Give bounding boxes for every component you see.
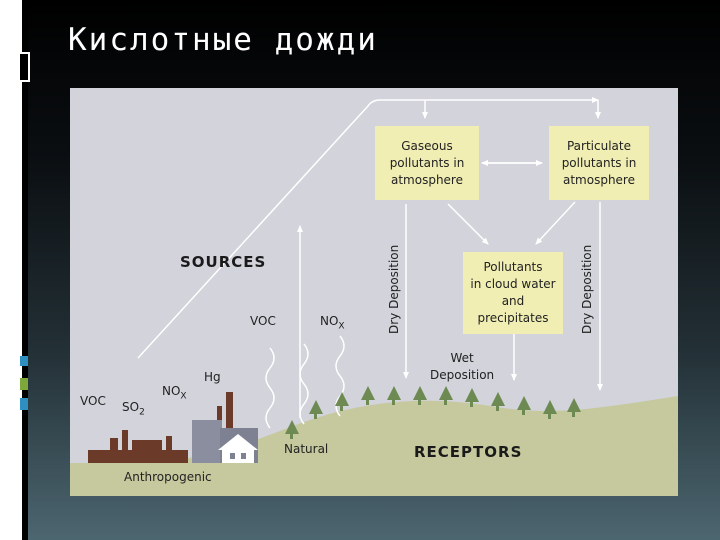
sources-heading: SOURCES (180, 253, 267, 271)
ground-terrain (70, 396, 678, 496)
accent-square-3 (20, 398, 28, 410)
title-accent-mark (18, 52, 30, 82)
accent-square-1 (20, 356, 28, 366)
left-side-strip (0, 0, 22, 540)
wet-deposition-label: Wet Deposition (430, 351, 495, 382)
cloud-water-box: Pollutants in cloud water and precipitat… (463, 252, 563, 334)
nox-natural-label: NOX (320, 314, 345, 332)
so2-label: SO2 (122, 400, 145, 418)
dry-deposition-label-right: Dry Deposition (580, 244, 594, 334)
voc-anthropogenic-label: VOC (80, 394, 106, 408)
gas-to-cloud-arrow (447, 203, 489, 245)
particulate-to-cloud-arrow (535, 201, 576, 245)
voc-natural-label: VOC (250, 314, 276, 328)
natural-label: Natural (284, 442, 329, 456)
accent-square-2 (20, 378, 28, 390)
receptors-heading: RECEPTORS (414, 443, 523, 461)
gaseous-pollutants-box: Gaseous pollutants in atmosphere (375, 126, 479, 200)
trees (285, 386, 581, 439)
emission-flow-arrow (137, 97, 599, 359)
particulate-pollutants-box: Particulate pollutants in atmosphere (549, 126, 649, 200)
left-accent-bar (22, 0, 28, 540)
natural-emission-wave-2 (299, 343, 309, 425)
natural-emission-wave-3 (335, 335, 345, 417)
anthropogenic-label: Anthropogenic (124, 470, 212, 484)
hg-label: Hg (204, 370, 221, 384)
power-plant-illustration (192, 420, 258, 463)
slide-title: Кислотные дожди (68, 22, 378, 58)
dry-deposition-label-left: Dry Deposition (387, 244, 401, 334)
acid-rain-diagram: Gaseous pollutants in atmosphere Particu… (70, 88, 678, 496)
diagram-graphics (70, 97, 678, 496)
nox-anthropogenic-label: NOX (162, 384, 187, 402)
natural-emission-wave-1 (265, 347, 275, 429)
